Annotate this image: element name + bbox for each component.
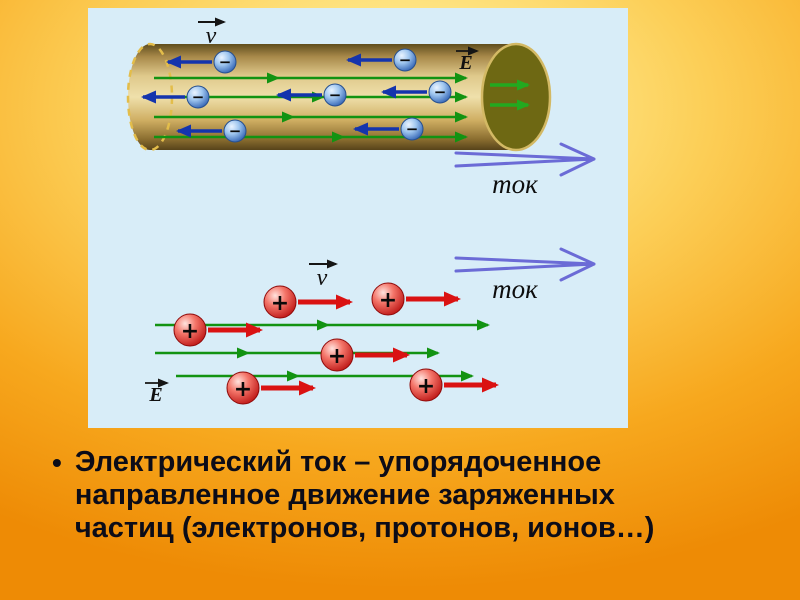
- electron: −: [346, 48, 417, 72]
- electrons: − − − −: [141, 48, 452, 143]
- electron: −: [381, 80, 452, 104]
- cylinder-face: [480, 42, 552, 152]
- proton: +: [263, 285, 353, 319]
- proton-ball: [371, 282, 405, 316]
- current-arrow: [454, 247, 596, 282]
- proton: +: [226, 371, 316, 405]
- field-lines-conductor: [154, 72, 468, 143]
- current-label: ток: [492, 274, 538, 304]
- proton: +: [409, 368, 499, 402]
- electron-ball: [186, 85, 210, 109]
- proton: +: [320, 338, 410, 372]
- velocity-label-group: v: [309, 259, 338, 291]
- electron: −: [166, 50, 237, 74]
- current-arrow: [454, 142, 596, 177]
- caption: • Электрический ток – упорядоченное напр…: [52, 446, 654, 545]
- current-arrow-group: ток: [454, 142, 596, 199]
- velocity-label: v: [317, 265, 328, 291]
- charge-sign: −: [434, 83, 447, 101]
- charge-sign: +: [417, 374, 435, 399]
- velocity-label: v: [206, 23, 217, 49]
- electron: −: [176, 119, 247, 143]
- current-arrow-group: ток: [454, 247, 596, 304]
- bullet-marker: •: [52, 447, 62, 478]
- charge-sign: −: [406, 120, 419, 138]
- charge-sign: −: [219, 53, 232, 71]
- conductor-section: − − − −: [126, 17, 596, 199]
- face-field-arrows: [490, 79, 530, 111]
- electron-ball: [393, 48, 417, 72]
- electron: −: [276, 83, 347, 107]
- electron-ball: [223, 119, 247, 143]
- field-label-group: E: [456, 46, 479, 74]
- charge-sign: +: [379, 288, 397, 313]
- charge-sign: +: [234, 377, 252, 402]
- positive-charges: + + + +: [173, 282, 499, 405]
- proton-ball: [320, 338, 354, 372]
- proton-ball: [226, 371, 260, 405]
- caption-text: Электрический ток – упорядоченное направ…: [75, 446, 655, 545]
- diagram-panel: − − − −: [88, 8, 628, 428]
- caption-line-3: частиц (электронов, протонов, ионов…): [74, 512, 655, 544]
- field-label-group: E: [145, 378, 169, 406]
- electron-ball: [428, 80, 452, 104]
- charge-sign: −: [329, 86, 342, 104]
- velocity-label-group: v: [198, 17, 226, 49]
- free-charges-section: + + + +: [145, 247, 596, 406]
- charge-sign: −: [399, 51, 412, 69]
- charge-sign: −: [229, 122, 242, 140]
- caption-line-1: Электрический ток – упорядоченное: [74, 446, 602, 478]
- electron: −: [141, 85, 210, 109]
- electron: −: [353, 117, 424, 141]
- current-diagram: − − − −: [126, 17, 596, 406]
- current-label: ток: [492, 169, 538, 199]
- electron-ball: [400, 117, 424, 141]
- charge-sign: +: [328, 344, 346, 369]
- charge-sign: +: [271, 291, 289, 316]
- electron-ball: [213, 50, 237, 74]
- electron-ball: [323, 83, 347, 107]
- field-label: E: [148, 384, 162, 406]
- proton-ball: [263, 285, 297, 319]
- charge-sign: −: [192, 88, 205, 106]
- field-label: E: [458, 52, 472, 74]
- proton-ball: [409, 368, 443, 402]
- charge-sign: +: [181, 319, 199, 344]
- caption-line-2: направленное движение заряженных: [74, 479, 615, 511]
- proton: +: [173, 313, 263, 347]
- proton: +: [371, 282, 461, 316]
- proton-ball: [173, 313, 207, 347]
